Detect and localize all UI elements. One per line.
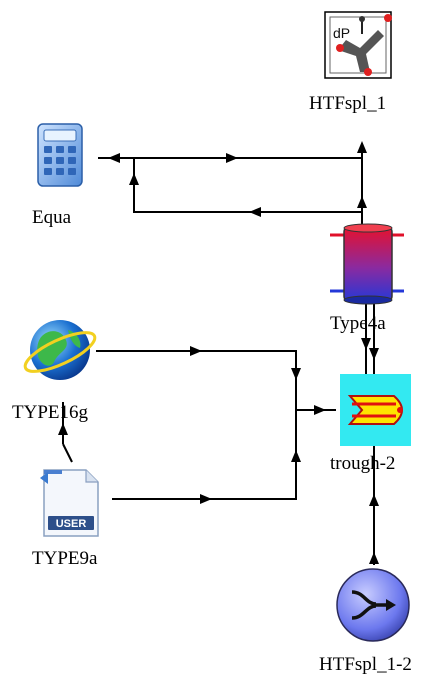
- solar-trough-icon: [340, 374, 411, 446]
- link-arrows-left: [58, 423, 68, 435]
- node-type16g[interactable]: [20, 320, 99, 380]
- data-file-icon: USER: [40, 469, 99, 537]
- label-htfspl-1: HTFspl_1: [309, 93, 387, 114]
- link-arrows-equa: [108, 153, 261, 217]
- mixer-icon: [336, 568, 410, 642]
- label-type16g: TYPE16g: [12, 402, 88, 423]
- node-equa[interactable]: [37, 123, 83, 187]
- svg-text:dP: dP: [333, 25, 350, 41]
- link-type9a-trough[interactable]: [112, 410, 297, 500]
- label-type9a: TYPE9a: [32, 548, 98, 569]
- globe-icon: [23, 320, 97, 380]
- link-arrows-tank-trough: [361, 338, 379, 360]
- label-type4a: Type4a: [330, 313, 386, 334]
- label-equa: Equa: [32, 207, 72, 228]
- node-type9a[interactable]: USER: [40, 469, 99, 537]
- user-badge: USER: [56, 518, 87, 530]
- node-type4a[interactable]: [330, 223, 404, 305]
- node-trough-2[interactable]: [340, 374, 411, 446]
- label-trough-2: trough-2: [330, 453, 396, 474]
- link-type16g-trough[interactable]: [96, 350, 336, 411]
- link-arrows-inputs: [190, 346, 326, 504]
- label-htfspl-1-2: HTFspl_1-2: [319, 654, 412, 675]
- link-tank-trough[interactable]: [365, 300, 375, 374]
- node-htfspl-1-2[interactable]: [336, 568, 410, 642]
- link-arrows-bottom: [369, 494, 379, 564]
- link-arrows-tank: [357, 141, 367, 208]
- node-htfspl-1[interactable]: dP: [324, 11, 392, 79]
- calculator-icon: [37, 123, 83, 187]
- storage-tank-icon: [330, 223, 404, 305]
- splitter-icon: dP: [324, 11, 392, 79]
